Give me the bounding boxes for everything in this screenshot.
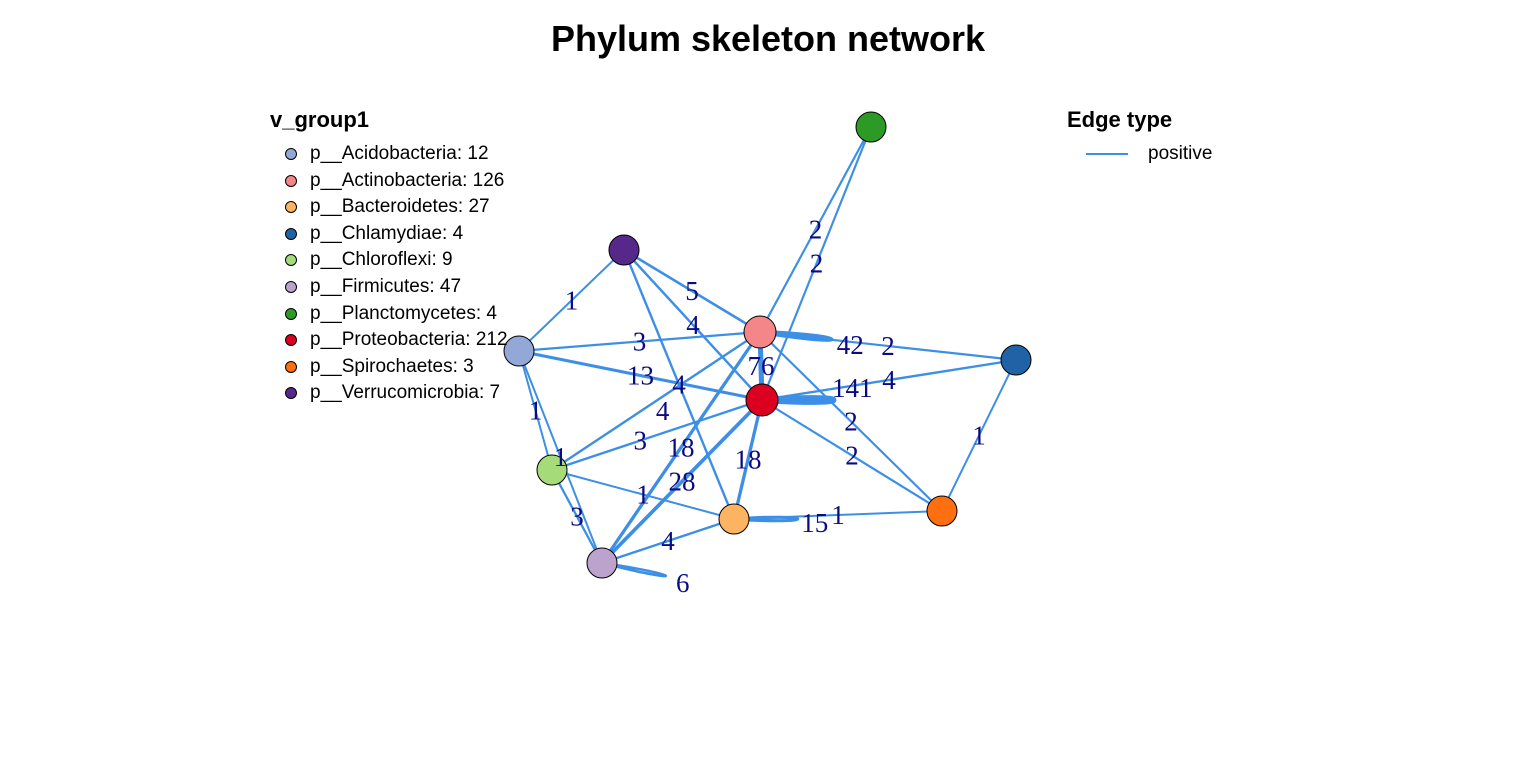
edge-weight-label: 76 xyxy=(748,351,775,381)
edge-weight-label: 3 xyxy=(570,502,584,532)
legend-label: p__Spirochaetes: 3 xyxy=(310,355,474,377)
legend-dot-icon xyxy=(285,387,297,400)
edge-weight-label: 1 xyxy=(636,480,650,510)
edge-weight-label: 5 xyxy=(685,276,699,306)
edge xyxy=(759,330,1017,362)
edge xyxy=(518,349,763,402)
node-planctomycetes[interactable] xyxy=(855,111,887,143)
edge xyxy=(733,510,943,520)
edge xyxy=(941,359,1017,512)
edge-weight-label: 2 xyxy=(809,215,823,245)
legend-dot-icon xyxy=(285,174,297,187)
legend-dot-icon xyxy=(285,148,297,160)
edge xyxy=(518,350,553,471)
edge xyxy=(601,517,735,565)
edge-weight-label: 15 xyxy=(801,508,828,538)
edge-weight-label: 6 xyxy=(676,568,690,598)
legend-label: p__Chloroflexi: 9 xyxy=(310,249,453,271)
legend-dot-icon xyxy=(285,307,297,320)
edge-legend-title: Edge type xyxy=(1067,107,1173,132)
edge xyxy=(518,330,761,353)
edge-weight-label: 4 xyxy=(672,370,686,400)
edge xyxy=(601,561,668,578)
edge xyxy=(600,398,764,565)
edge xyxy=(623,248,761,334)
edge-weight-label: 1 xyxy=(831,500,845,530)
edge xyxy=(551,331,761,471)
edge-weight-label: 1 xyxy=(529,396,543,426)
legend-label: p__Bacteroidetes: 27 xyxy=(310,196,490,218)
edge-weight-label: 28 xyxy=(669,467,696,497)
edge-weight-label: 18 xyxy=(735,445,762,475)
node-acidobacteria[interactable] xyxy=(503,335,535,367)
figure-title: Phylum skeleton network xyxy=(550,18,986,59)
edge xyxy=(732,399,764,520)
edge xyxy=(518,249,625,352)
node-bacteroidetes[interactable] xyxy=(718,503,750,535)
legend-dot-icon xyxy=(285,254,297,267)
node-firmicutes[interactable] xyxy=(586,547,618,579)
edge-weight-label: 4 xyxy=(661,526,675,556)
legend-dot-icon xyxy=(285,281,297,293)
legend-dot-icon xyxy=(285,334,297,347)
edge-weight-label: 3 xyxy=(633,327,647,357)
edge-weight-label: 141 xyxy=(832,373,873,403)
legend-label: p__Proteobacteria: 212 xyxy=(310,329,508,351)
edge-weight-label: 4 xyxy=(656,396,670,426)
edge xyxy=(518,350,603,564)
node-chloroflexi[interactable] xyxy=(536,454,568,486)
edge-weight-label: 2 xyxy=(810,249,824,279)
edge-weight-label: 1 xyxy=(565,286,579,316)
legend-label: p__Actinobacteria: 126 xyxy=(310,169,505,191)
legend-label: p__Verrucomicrobia: 7 xyxy=(310,382,501,404)
node-proteobacteria[interactable] xyxy=(745,383,779,417)
edge-weight-label: 42 xyxy=(837,330,864,360)
edge-weight-label: 1 xyxy=(554,442,568,472)
edge xyxy=(600,331,762,564)
edge xyxy=(759,126,872,333)
node-actinobacteria[interactable] xyxy=(743,315,777,349)
edge-weight-label: 2 xyxy=(844,407,858,437)
edge xyxy=(760,126,873,401)
edge-legend-line xyxy=(1086,153,1128,155)
edge xyxy=(761,358,1017,402)
edge xyxy=(550,469,604,564)
edge-weight-label: 2 xyxy=(845,441,859,471)
edge-weight-label: 3 xyxy=(633,426,647,456)
edge xyxy=(761,395,837,405)
legend-dot-icon xyxy=(285,227,297,240)
edge xyxy=(623,249,763,401)
edge-weight-label: 18 xyxy=(668,433,695,463)
edge-weight-label: 4 xyxy=(882,365,896,395)
node-chlamydiae[interactable] xyxy=(1000,344,1032,376)
edge-weight-label: 13 xyxy=(627,361,654,391)
edge-weight-label: 4 xyxy=(686,310,700,340)
node-spirochaetes[interactable] xyxy=(926,495,958,527)
legend-dot-icon xyxy=(285,201,297,214)
node-legend-title: v_group1 xyxy=(270,107,370,132)
node-verrucomicrobia[interactable] xyxy=(608,234,640,266)
edge xyxy=(761,399,943,512)
legend-dot-icon xyxy=(285,360,297,373)
edge xyxy=(551,469,735,520)
edge xyxy=(759,331,943,512)
legend-label: p__Planctomycetes: 4 xyxy=(310,302,497,324)
edge-weight-label: 2 xyxy=(881,331,895,361)
legend-label: p__Acidobacteria: 12 xyxy=(310,143,489,164)
edge-weight-label: 1 xyxy=(972,421,986,451)
legend-label: p__Firmicutes: 47 xyxy=(310,276,462,297)
edge-legend-label: positive xyxy=(1148,143,1213,164)
legend-label: p__Chlamydiae: 4 xyxy=(310,222,464,244)
edge xyxy=(551,398,763,472)
